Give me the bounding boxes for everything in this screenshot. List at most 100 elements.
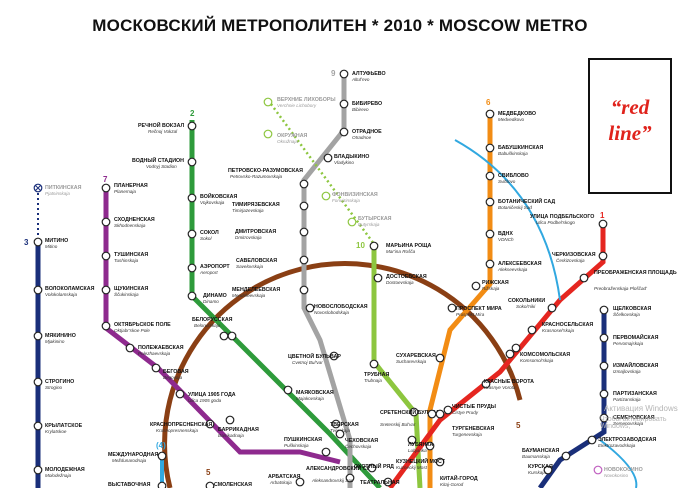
svg-text:ВЛАДЫКИНО: ВЛАДЫКИНО [334, 154, 369, 160]
svg-text:МИТИНО: МИТИНО [45, 238, 68, 244]
svg-text:БЕЛОРУССКАЯ: БЕЛОРУССКАЯ [192, 317, 233, 323]
svg-text:СТРОГИНО: СТРОГИНО [45, 379, 74, 385]
station-smolenskaja[interactable]: СМОЛЕНСКАЯ [205, 481, 252, 488]
station-petrovsko-razumovskaja[interactable]: ПЕТРОВСКО-РАЗУМОВСКАЯPetrovsko-Razumovsk… [228, 168, 309, 189]
svg-text:УЛИЦА 1905 ГОДА: УЛИЦА 1905 ГОДА [188, 392, 236, 398]
station-okhotnyj-rjad[interactable]: ОХОТНЫЙ РЯД [354, 462, 394, 473]
station-teatralnaja[interactable]: ТЕАТРАЛЬНАЯ [360, 477, 400, 487]
line-number-3: 3 [24, 238, 29, 247]
station-vystavochnaja[interactable]: ВЫСТАВОЧНАЯ [108, 481, 167, 488]
svg-text:КУРСКАЯ: КУРСКАЯ [528, 464, 553, 470]
svg-text:Ulica Podbel'skogo: Ulica Podbel'skogo [536, 220, 575, 225]
svg-text:СОКОЛЬНИКИ: СОКОЛЬНИКИ [508, 298, 545, 304]
svg-text:Fonvizinskaja: Fonvizinskaja [332, 198, 360, 203]
svg-text:КРАСНОПРЕСНЕНСКАЯ: КРАСНОПРЕСНЕНСКАЯ [150, 422, 213, 428]
station-tverskaja[interactable]: ТВЕРСКАЯTverskaja [330, 419, 359, 433]
svg-text:БИБИРЕВО: БИБИРЕВО [352, 101, 382, 107]
line-7-track [103, 186, 341, 465]
svg-text:КУЗНЕЦКИЙ МОСТ: КУЗНЕЦКИЙ МОСТ [396, 457, 446, 465]
line-number-2: 2 [190, 109, 195, 118]
line-5-ring [162, 261, 523, 488]
watermark-line-1: Активация Windows [604, 404, 678, 413]
